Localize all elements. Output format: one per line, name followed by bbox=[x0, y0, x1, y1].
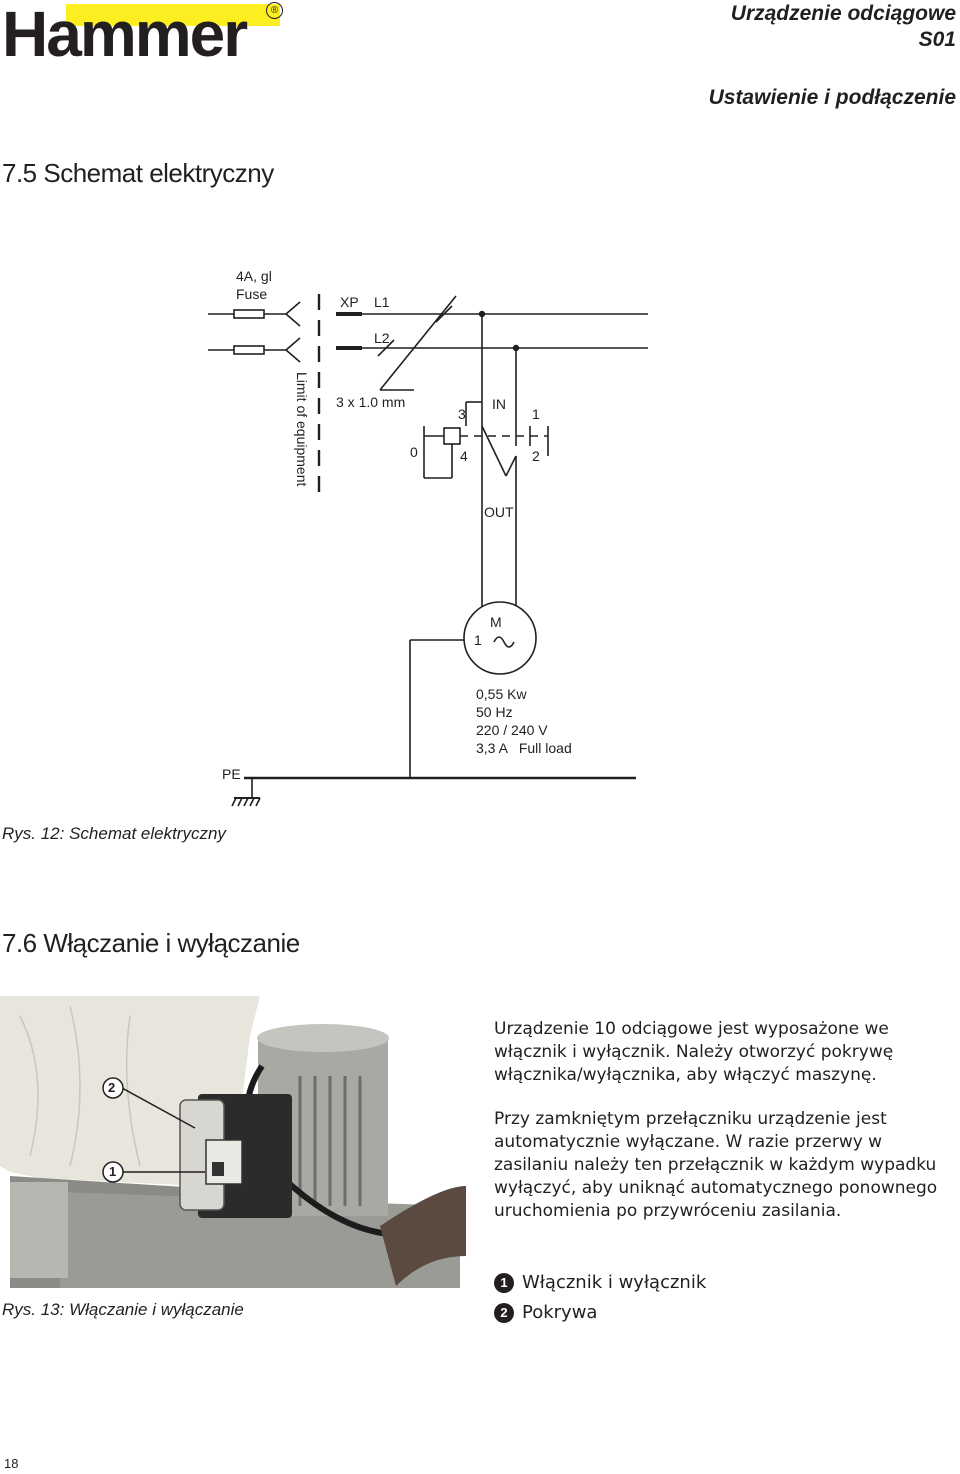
logo-yellow-bar bbox=[66, 4, 280, 26]
photo-marker-2: 2 bbox=[108, 1080, 116, 1095]
l2-label: L2 bbox=[374, 330, 390, 346]
section-heading-switch: 7.6 Włączanie i wyłączanie bbox=[2, 928, 300, 958]
motor-m-label: M bbox=[490, 614, 502, 630]
l1-label: L1 bbox=[374, 294, 390, 310]
motor-voltage-label: 220 / 240 V bbox=[476, 722, 548, 738]
xp-label: XP bbox=[340, 294, 359, 310]
photo-marker-1: 1 bbox=[109, 1164, 117, 1179]
legend-item-1: 1 Włącznik i wyłącznik bbox=[494, 1272, 706, 1294]
motor-frequency-label: 50 Hz bbox=[476, 704, 513, 720]
registered-mark-icon: ® bbox=[266, 2, 283, 19]
figure-caption-12: Rys. 12: Schemat elektryczny bbox=[2, 824, 226, 843]
page-number: 18 bbox=[4, 1456, 19, 1471]
header-subtitle: Ustawienie i podłączenie bbox=[708, 86, 956, 109]
switch-photo bbox=[0, 996, 466, 1288]
motor-phase-label: 1 bbox=[474, 632, 482, 648]
figure-caption-13: Rys. 13: Włączanie i wyłączanie bbox=[2, 1300, 244, 1319]
header-title: Urządzenie odciągowe bbox=[730, 2, 956, 25]
number-badge: 2 bbox=[494, 1303, 514, 1323]
motor-current-label: 3,3 A Full load bbox=[476, 740, 572, 756]
body-paragraph-2: Przy zamkniętym przełączniku urządzenie … bbox=[494, 1109, 938, 1221]
terminal-in-label: IN bbox=[492, 396, 506, 412]
fuse-rating-label: 4A, gl bbox=[236, 268, 272, 284]
out-label: OUT bbox=[484, 504, 514, 520]
hammer-logo: Hammer bbox=[2, 0, 248, 70]
terminal-0-label: 0 bbox=[410, 444, 418, 460]
fuse-label: Fuse bbox=[236, 286, 268, 302]
limit-of-equipment-label: Limit of equipment bbox=[294, 372, 310, 487]
header-model: S01 bbox=[918, 28, 956, 51]
terminal-2-label: 2 bbox=[532, 448, 540, 464]
cable-label: 3 x 1.0 mm bbox=[336, 394, 406, 410]
body-paragraph-1: Urządzenie 10 odciągowe jest wyposażone … bbox=[494, 1019, 894, 1085]
section-heading-schematic: 7.5 Schemat elektryczny bbox=[2, 158, 274, 188]
motor-power-label: 0,55 Kw bbox=[476, 686, 527, 702]
fuse-symbol-l2 bbox=[208, 337, 301, 363]
legend-label: Włącznik i wyłącznik bbox=[522, 1272, 707, 1293]
number-badge: 1 bbox=[494, 1273, 514, 1293]
fuse-symbol-l1 bbox=[208, 301, 301, 327]
switch-photo-illustration bbox=[0, 996, 466, 1288]
legend-item-2: 2 Pokrywa bbox=[494, 1302, 597, 1324]
pe-label: PE bbox=[222, 766, 241, 782]
legend-label: Pokrywa bbox=[522, 1302, 598, 1323]
terminal-1-label: 1 bbox=[532, 406, 540, 422]
terminal-4-label: 4 bbox=[460, 448, 468, 464]
terminal-3-label: 3 bbox=[458, 406, 466, 422]
electrical-schematic bbox=[208, 294, 648, 807]
